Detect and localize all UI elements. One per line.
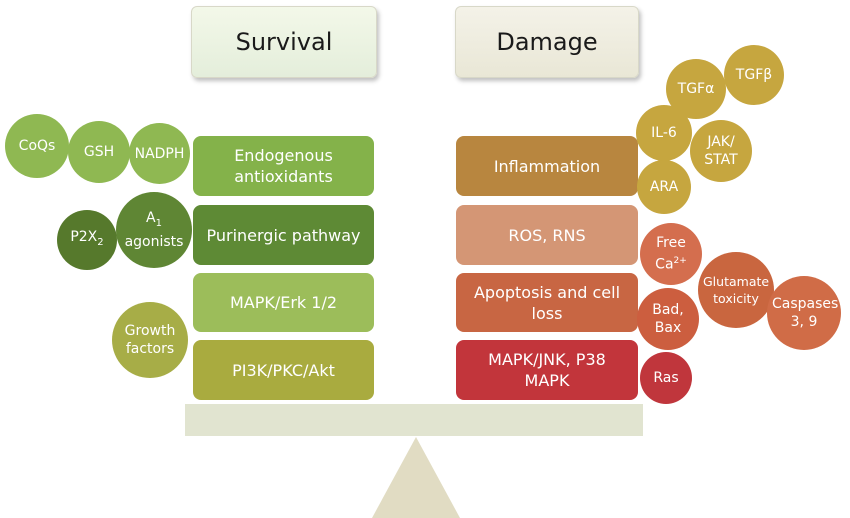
circle-label: TGFα [677,81,715,97]
box-purinergic-pathway: Purinergic pathway [193,205,374,265]
damage-header-label: Damage [496,28,598,56]
box-label: Purinergic pathway [206,225,361,245]
circle-label: TGFβ [735,67,773,83]
box-endogenous-antioxidants: Endogenous antioxidants [193,136,374,196]
box-label: Inflammation [493,156,601,176]
circle-label: Glutamate toxicity [703,274,770,306]
circle-label: A1 agonists [125,209,184,251]
circle-a1-agonists: A1 agonists [116,192,192,268]
circle-coqs: CoQs [5,114,69,178]
box-label: Apoptosis and cell loss [473,282,621,323]
box-label: MAPK/Erk 1/2 [229,293,338,312]
box-apoptosis: Apoptosis and cell loss [456,273,638,332]
circle-ras: Ras [640,352,692,404]
circle-label-line2: agonists [124,233,184,250]
box-label: PI3K/PKC/Akt [232,360,335,380]
circle-glutamate-toxicity: Glutamate toxicity [698,252,774,328]
circle-label-sub: 1 [155,217,162,229]
circle-label-base: Ca [655,256,674,273]
box-ros-rns: ROS, RNS [456,205,638,265]
circle-tgf-beta: TGFβ [724,45,784,105]
survival-header-label: Survival [235,28,333,56]
box-label: ROS, RNS [508,225,586,245]
box-mapk-jnk-p38: MAPK/JNK, P38 MAPK [456,340,638,400]
survival-header: Survival [191,6,377,78]
circle-label: P2X2 [70,228,103,252]
box-inflammation: Inflammation [456,136,638,196]
circle-label: JAK/ STAT [704,134,738,168]
circle-label: Ras [653,370,679,386]
circle-bad-bax: Bad, Bax [637,288,699,350]
balance-beam [185,404,643,436]
circle-label-base: P2X [70,229,98,246]
circle-p2x2: P2X2 [57,210,117,270]
balance-fulcrum [372,437,460,518]
box-mapk-erk: MAPK/Erk 1/2 [193,273,374,332]
circle-label: ARA [649,179,679,195]
circle-growth-factors: Growth factors [112,302,188,378]
circle-label-line1: Free [656,235,686,252]
circle-label: Growth factors [124,323,176,357]
circle-label-sub: 2 [97,236,104,248]
circle-ara: ARA [637,160,691,214]
circle-label: IL-6 [651,125,677,141]
circle-gsh: GSH [68,121,130,183]
circle-label: CoQs [18,138,56,154]
circle-label: Caspases 3, 9 [772,296,839,330]
box-label: Endogenous antioxidants [234,146,333,186]
circle-jak-stat: JAK/ STAT [690,120,752,182]
damage-header: Damage [455,6,639,78]
circle-caspases: Caspases 3, 9 [767,276,841,350]
circle-label-sup: 2+ [673,256,687,267]
circle-nadph: NADPH [129,123,190,184]
circle-label: Bad, Bax [652,302,684,336]
circle-il6: IL-6 [636,105,692,161]
circle-label-base: A [146,210,156,227]
box-pi3k-pkc-akt: PI3K/PKC/Akt [193,340,374,400]
circle-label: NADPH [134,145,185,162]
box-label: MAPK/JNK, P38 MAPK [488,350,606,390]
circle-label: GSH [83,144,115,160]
